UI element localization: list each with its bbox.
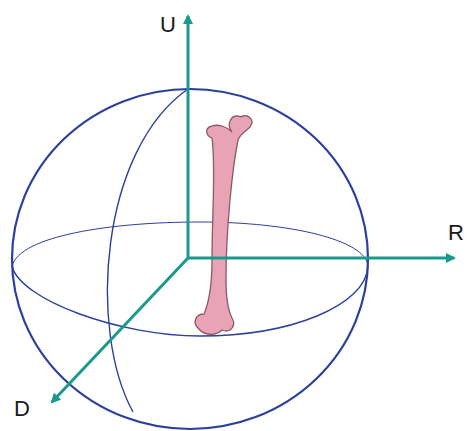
femur-bone	[195, 116, 252, 335]
down-axis	[52, 258, 188, 402]
axis-label: R	[448, 222, 464, 244]
axis-label: D	[14, 398, 30, 420]
equator-front	[12, 266, 368, 336]
up-axis	[187, 16, 190, 258]
axis-label: U	[160, 14, 176, 36]
right-axis	[188, 257, 454, 260]
meridian	[107, 89, 188, 412]
